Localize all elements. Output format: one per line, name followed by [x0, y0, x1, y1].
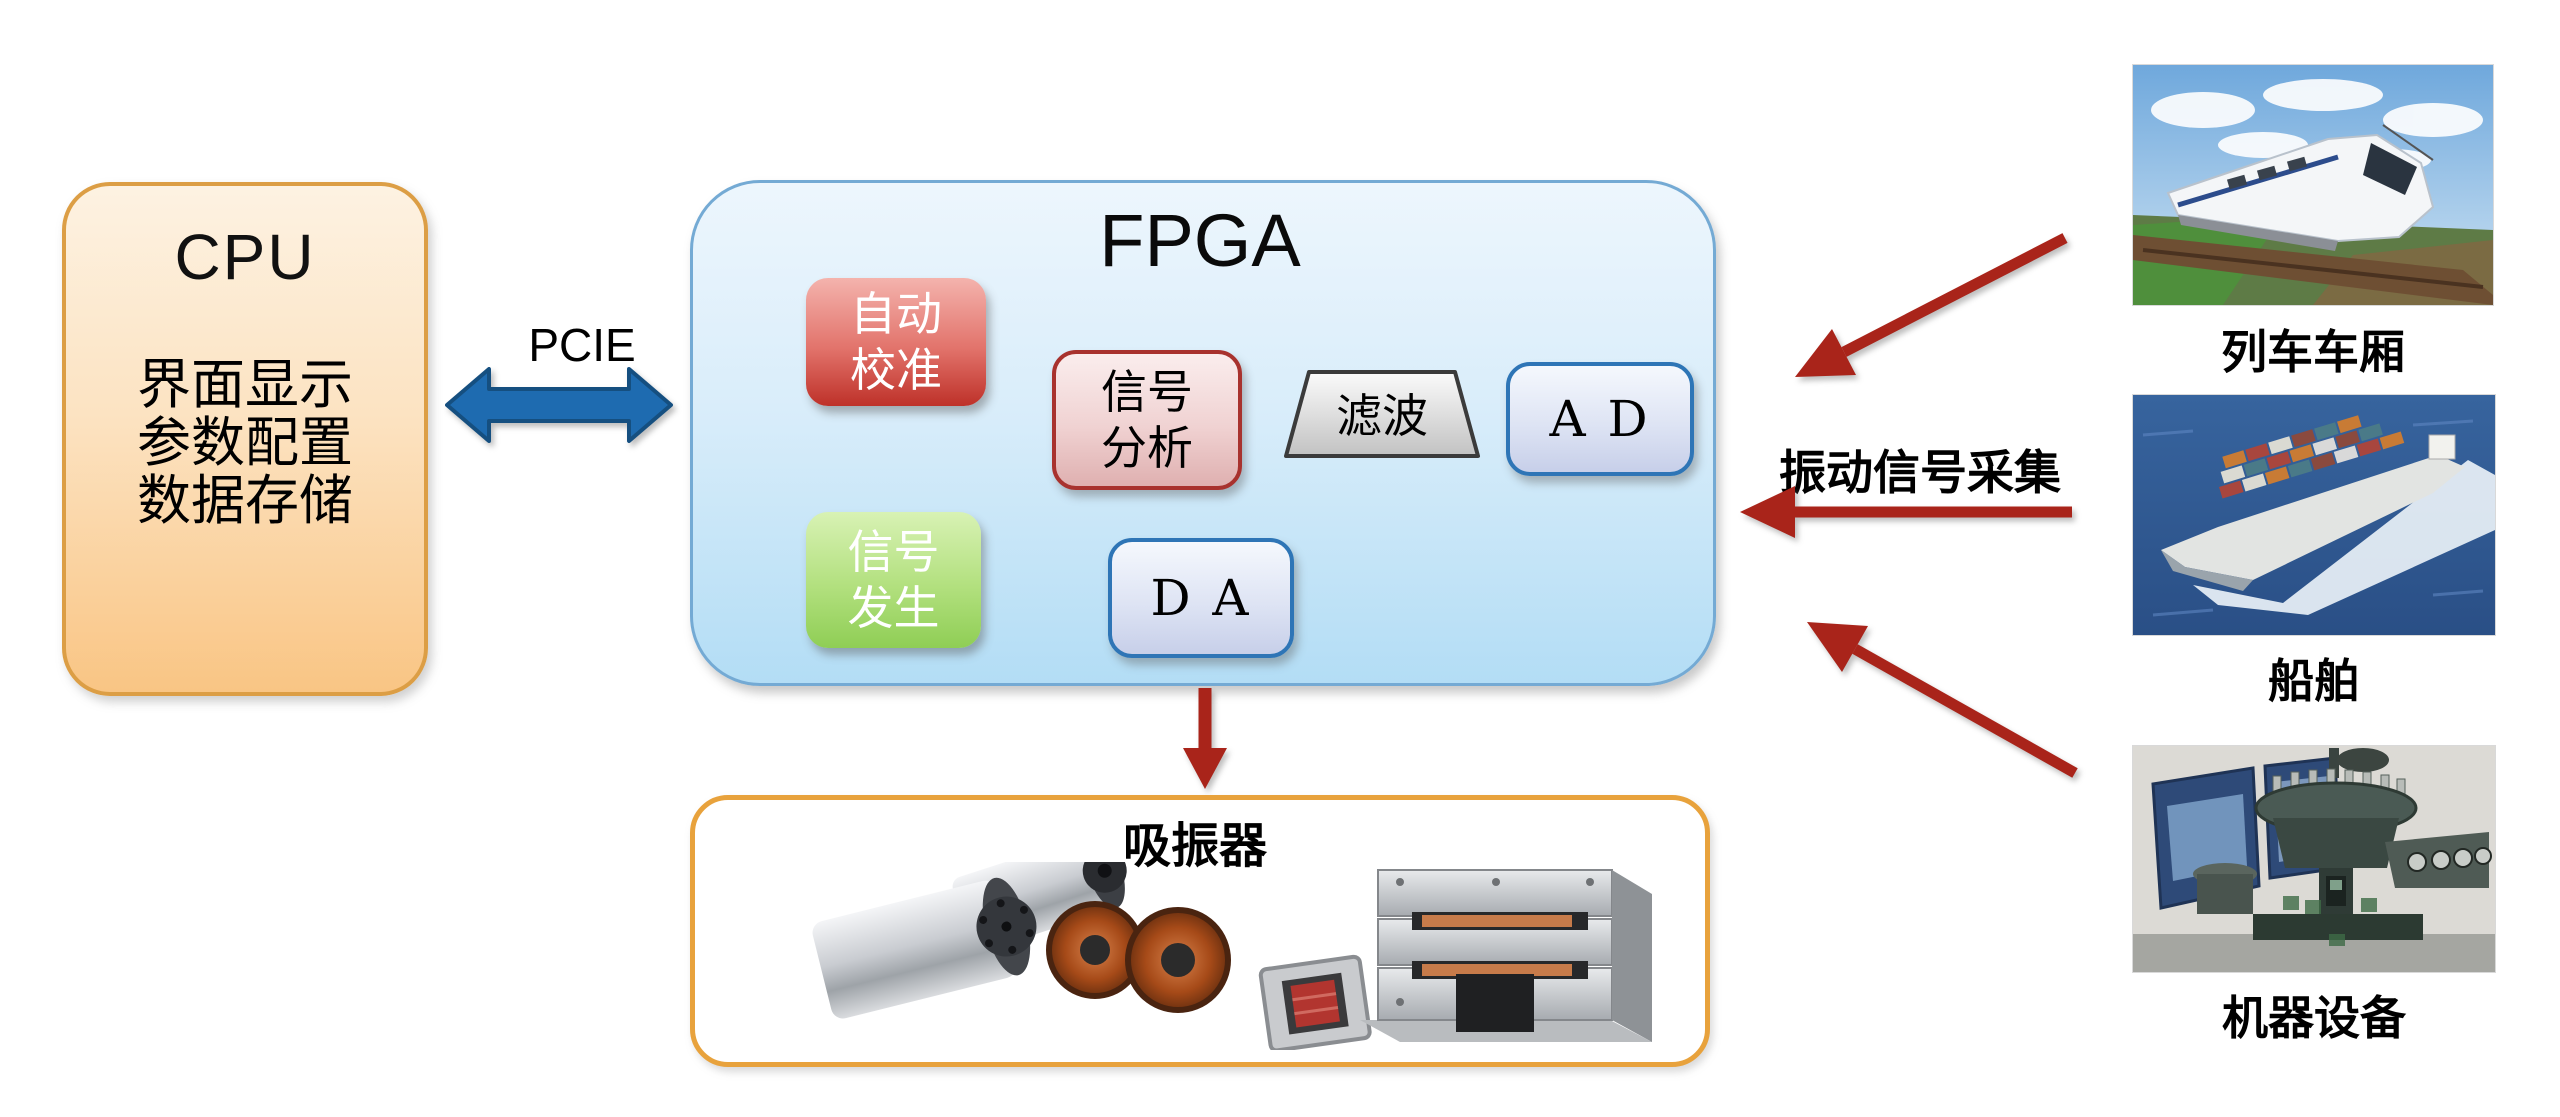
fpga-node-signal-generation: 信号 发生 — [806, 512, 981, 648]
signal-analysis-line2: 分析 — [1101, 421, 1193, 475]
signal-generation-line2: 发生 — [847, 581, 940, 635]
vibration-signal-caption: 振动信号采集 — [1779, 446, 2061, 501]
cpu-title: CPU — [174, 221, 316, 293]
machinery-label: 机器设备 — [2222, 991, 2406, 1045]
ship-photo — [2133, 395, 2495, 635]
signal-arrow-ship-icon — [1740, 486, 2072, 538]
auto-calibration-line2: 校准 — [850, 343, 942, 397]
fpga-node-ad-converter: A D — [1506, 362, 1694, 476]
block-absorber-stack — [1360, 869, 1652, 1042]
fpga-node-da-converter: D A — [1108, 538, 1294, 658]
cpu-functions: 界面显示 参数配置 数据存储 — [137, 356, 353, 530]
cpu-box: CPU 界面显示 参数配置 数据存储 — [62, 182, 428, 696]
fpga-node-auto-calibration: 自动 校准 — [806, 278, 986, 406]
train-label: 列车车厢 — [2221, 325, 2405, 379]
fpga-node-filter-label: 滤波 — [1336, 389, 1428, 443]
fpga-node-signal-analysis: 信号 分析 — [1052, 350, 1242, 490]
pcie-double-arrow-icon — [445, 367, 673, 443]
down-arrow-icon — [1183, 688, 1227, 789]
ship-label: 船舶 — [2268, 654, 2360, 708]
fpga-title: FPGA — [1099, 199, 1301, 282]
fpga-node-filter-shape — [1284, 370, 1480, 458]
signal-arrow-machinery-icon — [1807, 622, 2078, 778]
signal-analysis-line1: 信号 — [1101, 365, 1193, 419]
pcie-label: PCIE — [528, 319, 636, 371]
cylinder-absorber-large — [812, 877, 1037, 1019]
absorber-devices-photo — [812, 862, 1652, 1050]
cpu-function-param-config: 参数配置 — [137, 411, 353, 474]
rotary-machine — [2254, 748, 2418, 930]
train-photo — [2133, 65, 2493, 305]
coil-absorbers — [1046, 901, 1231, 1013]
machinery-photo — [2133, 746, 2495, 972]
auto-calibration-line1: 自动 — [850, 287, 942, 341]
absorber-title: 吸振器 — [1122, 818, 1267, 874]
small-block-absorber — [1258, 954, 1372, 1050]
signal-generation-line1: 信号 — [847, 525, 940, 579]
cpu-function-data-storage: 数据存储 — [137, 469, 353, 532]
signal-arrow-train-icon — [1795, 233, 2068, 377]
cpu-function-ui-display: 界面显示 — [137, 353, 353, 416]
